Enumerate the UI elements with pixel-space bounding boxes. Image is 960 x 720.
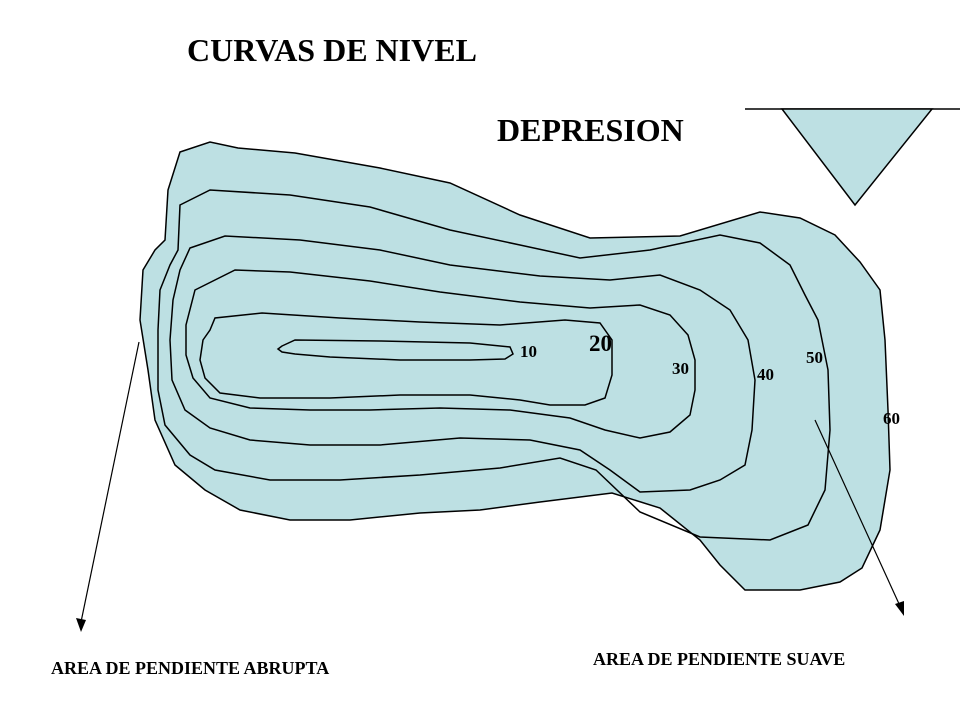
diagram-title: CURVAS DE NIVEL xyxy=(187,32,477,68)
contour-label-60: 60 xyxy=(883,409,900,428)
contour-30 xyxy=(185,269,696,439)
contour-label-50: 50 xyxy=(806,348,823,367)
arrow-gentle xyxy=(814,419,904,616)
arrow-steep xyxy=(76,341,140,632)
contour-label-20: 20 xyxy=(589,331,612,356)
caption-gentle-slope: AREA DE PENDIENTE SUAVE xyxy=(593,649,845,669)
contour-20 xyxy=(199,312,613,406)
contour-10 xyxy=(276,339,514,361)
arrowhead-icon xyxy=(76,618,86,632)
contour-50 xyxy=(157,189,831,541)
contour-label-30: 30 xyxy=(672,359,689,378)
contour-40 xyxy=(169,235,756,493)
contour-label-10: 10 xyxy=(520,342,537,361)
arrowhead-icon xyxy=(895,601,904,616)
diagram-subtitle: DEPRESION xyxy=(497,112,684,148)
caption-steep-slope: AREA DE PENDIENTE ABRUPTA xyxy=(51,658,329,678)
contour-60 xyxy=(139,141,891,591)
contour-label-40: 40 xyxy=(757,365,774,384)
depression-symbol xyxy=(745,108,960,207)
inverted-triangle-icon xyxy=(780,108,934,207)
